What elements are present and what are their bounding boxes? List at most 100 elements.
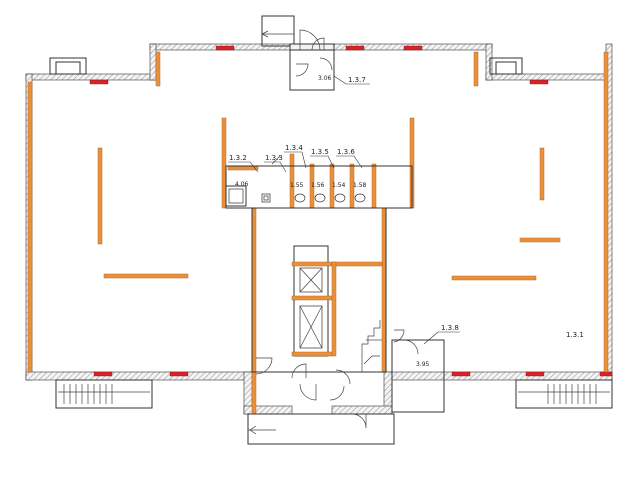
- bottom-vestibule: [247, 413, 395, 445]
- elevator-wall-1: [291, 261, 333, 267]
- inner-door-swing-icon: [295, 63, 309, 77]
- floor-drain-inner-icon: [263, 195, 269, 201]
- top-entrance: [289, 29, 335, 91]
- bottom-arrow-icon: [249, 425, 257, 435]
- room-label-132: 1.3.2: [229, 154, 247, 162]
- door-swing-icon: [403, 339, 419, 355]
- leader-136: [336, 155, 363, 169]
- leader-132: [228, 161, 259, 173]
- central-core: [225, 155, 419, 429]
- toilets: [294, 193, 366, 203]
- room-labels: 1.3.1 1.3.2 1.3.3 1.3.4 1.3.5 1.3.6 1.3.…: [229, 76, 584, 339]
- partition-right-outer: [603, 51, 609, 373]
- left-porch: [55, 379, 153, 409]
- partition-top-left: [155, 51, 161, 87]
- leader-137-tick: [333, 75, 347, 85]
- door-swing-icon: [299, 383, 317, 401]
- bottom-entrance: [247, 413, 395, 445]
- partitions: [27, 51, 609, 415]
- top-wall-far-right: [485, 73, 611, 81]
- room-label-135: 1.3.5: [311, 148, 329, 156]
- sink-icon: [228, 188, 244, 204]
- toilet-icon: [294, 193, 306, 203]
- core-hall: [251, 207, 387, 373]
- partition-horizontal-left: [103, 273, 189, 279]
- window: [345, 45, 365, 51]
- elevator-cross: [299, 305, 323, 349]
- right-external-stairs: [515, 379, 613, 409]
- inner-door-swing-icon-2: [319, 57, 333, 71]
- top-door-swing-icon-2: [311, 37, 325, 51]
- area-labels: 4.06 1.55 1.56 1.54 1.58 3.06 3.95: [235, 75, 430, 368]
- door-swing-icon: [393, 329, 405, 343]
- toilet-icon: [354, 193, 366, 203]
- balcony-right-inner: [495, 61, 517, 75]
- left-external-stairs: [55, 379, 153, 409]
- balcony-left-inner: [55, 61, 81, 75]
- toilet-icon: [334, 193, 346, 203]
- balconies: [49, 15, 523, 75]
- window: [93, 371, 113, 377]
- window: [599, 371, 613, 377]
- partition-horizontal-right-2: [451, 275, 537, 281]
- window: [215, 45, 235, 51]
- entry-wall-left: [243, 405, 293, 415]
- top-vestibule: [261, 15, 295, 47]
- windows: [89, 45, 613, 377]
- door-swing-icon: [291, 363, 307, 379]
- area-label: 1.54: [332, 182, 346, 189]
- door-swing-icon: [351, 413, 367, 429]
- elevator-wall-2: [291, 295, 333, 301]
- door-swing-icon: [271, 155, 281, 165]
- window: [525, 371, 545, 377]
- entry-wall-right: [331, 405, 393, 415]
- door-swing-icon: [255, 357, 273, 375]
- elevator-wall-3: [291, 351, 333, 357]
- left-step-wall: [149, 43, 157, 81]
- room-label-134: 1.3.4: [285, 144, 303, 152]
- window: [169, 371, 189, 377]
- leader-lines: [228, 75, 460, 345]
- leader-135: [310, 155, 335, 169]
- area-label: 1.55: [290, 182, 304, 189]
- top-lobby: [289, 49, 335, 91]
- partition-core-right: [381, 207, 387, 373]
- room-label-138: 1.3.8: [441, 324, 459, 332]
- elevator-cross: [299, 267, 323, 293]
- room-label-136: 1.3.6: [337, 148, 355, 156]
- leader-133: [264, 161, 287, 173]
- window: [529, 79, 549, 85]
- outer-walls: [25, 43, 613, 415]
- bottom-wall-right: [385, 371, 613, 381]
- area-label: 1.58: [353, 182, 367, 189]
- partition-core-left: [251, 207, 257, 415]
- room-label-137: 1.3.7: [348, 76, 366, 84]
- room-138-outline: [391, 339, 445, 413]
- partition-left-outer: [27, 81, 33, 373]
- core-divider: [331, 261, 383, 267]
- door-swing-icon: [335, 369, 351, 385]
- area-label: 3.95: [416, 361, 430, 368]
- top-wall-far-left: [25, 73, 157, 81]
- balcony-left: [49, 57, 87, 75]
- window: [403, 45, 423, 51]
- area-label: 1.56: [311, 182, 325, 189]
- leader-138-tick: [423, 331, 439, 345]
- top-arrow-icon: [261, 30, 269, 38]
- partition-vertical-right: [539, 147, 545, 201]
- partition-top-right: [473, 51, 479, 87]
- bottom-wall-left: [25, 371, 253, 381]
- room-label-133: 1.3.3: [265, 154, 283, 162]
- area-label: 3.06: [318, 75, 332, 82]
- partition-wc-1: [289, 153, 295, 209]
- right-step-wall: [485, 43, 493, 81]
- partition-vertical-left: [97, 147, 103, 245]
- stairs-icon: [361, 320, 382, 372]
- room-label-131: 1.3.1: [566, 331, 584, 339]
- door-swing-icon: [329, 385, 345, 401]
- elevator-wall-right: [331, 261, 337, 357]
- window: [451, 371, 471, 377]
- top-door-swing-icon: [299, 29, 321, 51]
- leader-134: [284, 151, 307, 169]
